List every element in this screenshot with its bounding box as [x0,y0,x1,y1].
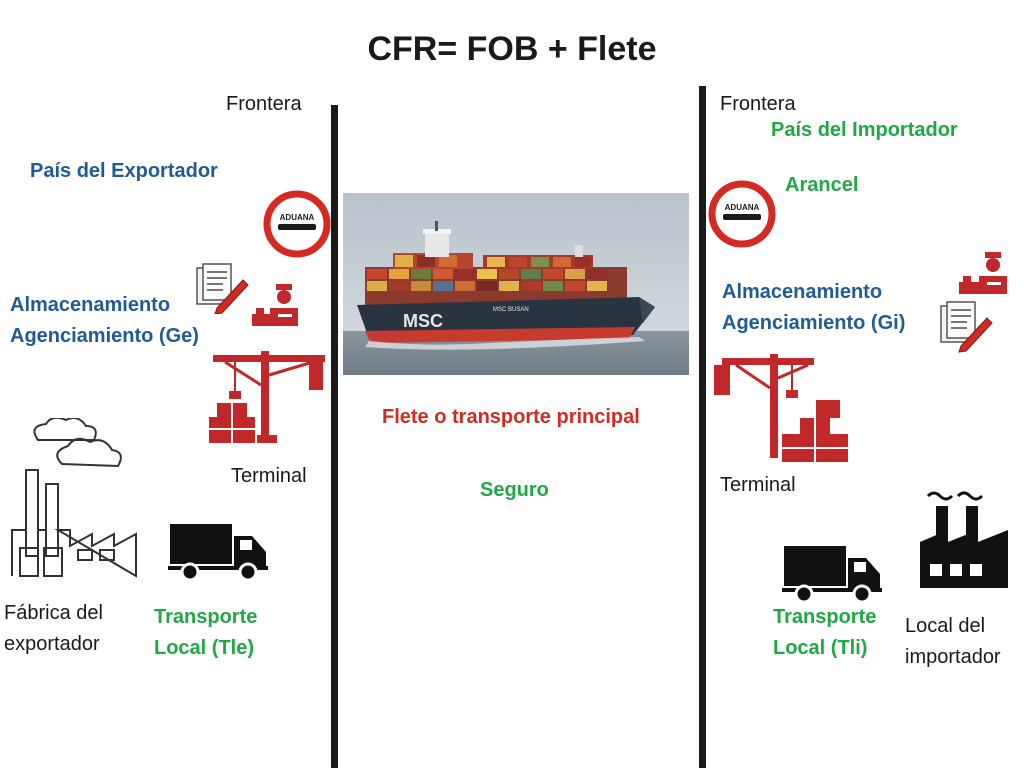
exporter-factory-line1: Fábrica del [4,602,103,624]
left-customs-sign: ADUANA [263,190,331,258]
exporter-country-label: País del Exportador [30,160,218,182]
left-crane-icon [205,345,327,445]
right-document-icon [937,300,995,354]
right-border-line [699,86,706,768]
right-transport-line1: Transporte [773,606,877,628]
left-border-label: Frontera [226,93,302,115]
importer-local-line1: Local del [905,615,986,637]
ship-name-text: MSC BUSAN [493,307,529,313]
right-truck-icon [782,544,884,604]
importer-country-label: País del Importador [771,119,958,141]
left-document-icon [193,262,249,315]
left-border-line [331,105,338,768]
right-storage-line1: Almacenamiento [722,281,883,303]
importer-local-line2: importador [905,646,1001,668]
container-ship-image: MSC MSC BUSAN [343,193,689,375]
right-customs-officer-icon [955,250,1011,296]
exporter-factory-icon [10,416,140,578]
insurance-label: Seguro [480,479,549,501]
right-terminal-label: Terminal [720,474,796,496]
left-truck-icon [168,522,270,582]
tariff-label: Arancel [785,174,859,196]
left-transport-line1: Transporte [154,606,258,628]
ship-brand-text: MSC [403,311,443,331]
right-customs-sign: ADUANA [708,180,776,248]
customs-sign-text: ADUANA [280,213,315,222]
left-customs-officer-icon [250,282,302,328]
left-terminal-label: Terminal [231,465,307,487]
left-agency-line2: Agenciamiento (Ge) [10,325,199,347]
right-border-label: Frontera [720,93,796,115]
page-title: CFR= FOB + Flete [367,30,657,68]
customs-sign-text: ADUANA [725,203,760,212]
customs-sign-icon: ADUANA [708,180,776,248]
right-crane-icon [712,348,852,464]
importer-factory-icon [918,490,1010,590]
customs-sign-icon: ADUANA [263,190,331,258]
left-transport-line2: Local (Tle) [154,637,255,659]
right-agency-line2: Agenciamiento (Gi) [722,312,906,334]
exporter-factory-line2: exportador [4,633,100,655]
left-storage-line1: Almacenamiento [10,294,171,316]
freight-label: Flete o transporte principal [382,406,640,428]
right-transport-line2: Local (Tli) [773,637,868,659]
